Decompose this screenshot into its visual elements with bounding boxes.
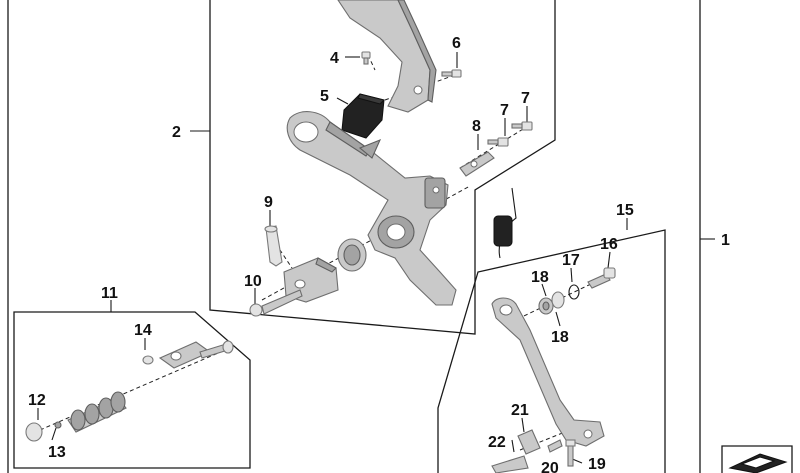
callout-labels: 1 2 4 5 6 7 7 8 9 10 11 12 13 14 15 16 1… [28, 35, 730, 473]
circlip-17 [568, 284, 580, 300]
bolt-7a [487, 137, 509, 147]
bolt-shift-rod [199, 340, 234, 359]
bracket-hole [413, 85, 423, 95]
bolt-10 [249, 289, 303, 317]
bolt-6 [441, 69, 462, 78]
callout-9: 9 [264, 194, 273, 211]
rod-22 [491, 455, 529, 473]
callout-7b: 7 [521, 90, 530, 107]
group-2-frame [209, 0, 556, 335]
group-11-frame [13, 311, 251, 469]
group-2-parts [249, 0, 533, 317]
callout-10: 10 [244, 273, 262, 290]
brake-lever [491, 297, 605, 447]
callout-11: 11 [101, 285, 118, 302]
callout-2: 2 [172, 124, 181, 141]
callout-5: 5 [320, 88, 329, 105]
bolt-4 [361, 51, 371, 65]
nut-12 [25, 422, 43, 442]
clip-8 [459, 151, 495, 177]
washer-13 [54, 421, 62, 429]
footpeg-carrier [286, 111, 457, 306]
callout-18b: 18 [551, 329, 569, 346]
callout-21: 21 [511, 402, 529, 419]
callout-22: 22 [488, 434, 506, 451]
upper-bracket-plate [337, 0, 431, 113]
rubber-pad-5 [341, 93, 385, 139]
return-spring [493, 187, 517, 259]
callout-12: 12 [28, 392, 46, 409]
scale-box-frame [721, 445, 793, 473]
callout-14: 14 [134, 322, 152, 339]
rod-end [142, 341, 212, 369]
bolt-16 [587, 267, 616, 289]
callout-17: 17 [562, 252, 580, 269]
callout-1: 1 [721, 232, 730, 249]
pin-20 [547, 439, 563, 453]
group-frames [7, 0, 793, 473]
group-11-parts [25, 340, 234, 442]
scale-sticker-icon [728, 453, 788, 473]
washer-18b [551, 291, 565, 309]
group-15-frame [437, 229, 666, 473]
carrier-eye [293, 121, 319, 143]
callout-6: 6 [452, 35, 461, 52]
callout-20: 20 [541, 460, 559, 473]
callout-8: 8 [472, 118, 481, 135]
group-1-frame [7, 0, 701, 473]
bolt-19 [565, 439, 576, 467]
callout-19: 19 [588, 456, 606, 473]
leader-lines [37, 52, 715, 464]
callout-18a: 18 [531, 269, 549, 286]
clevis-21 [517, 429, 541, 455]
bushing [337, 238, 367, 272]
group-15-parts [491, 267, 616, 473]
upper-bracket-edge [397, 0, 437, 103]
assembly-axes [39, 54, 613, 451]
callout-16: 16 [600, 236, 618, 253]
bolt-7b [511, 121, 533, 131]
callout-13: 13 [48, 444, 66, 461]
callout-7a: 7 [500, 102, 509, 119]
pin-9 [264, 225, 283, 267]
damper-sleeve [67, 391, 127, 433]
bushing-18a [538, 297, 554, 315]
callout-15: 15 [616, 202, 634, 219]
callout-4: 4 [330, 50, 339, 67]
